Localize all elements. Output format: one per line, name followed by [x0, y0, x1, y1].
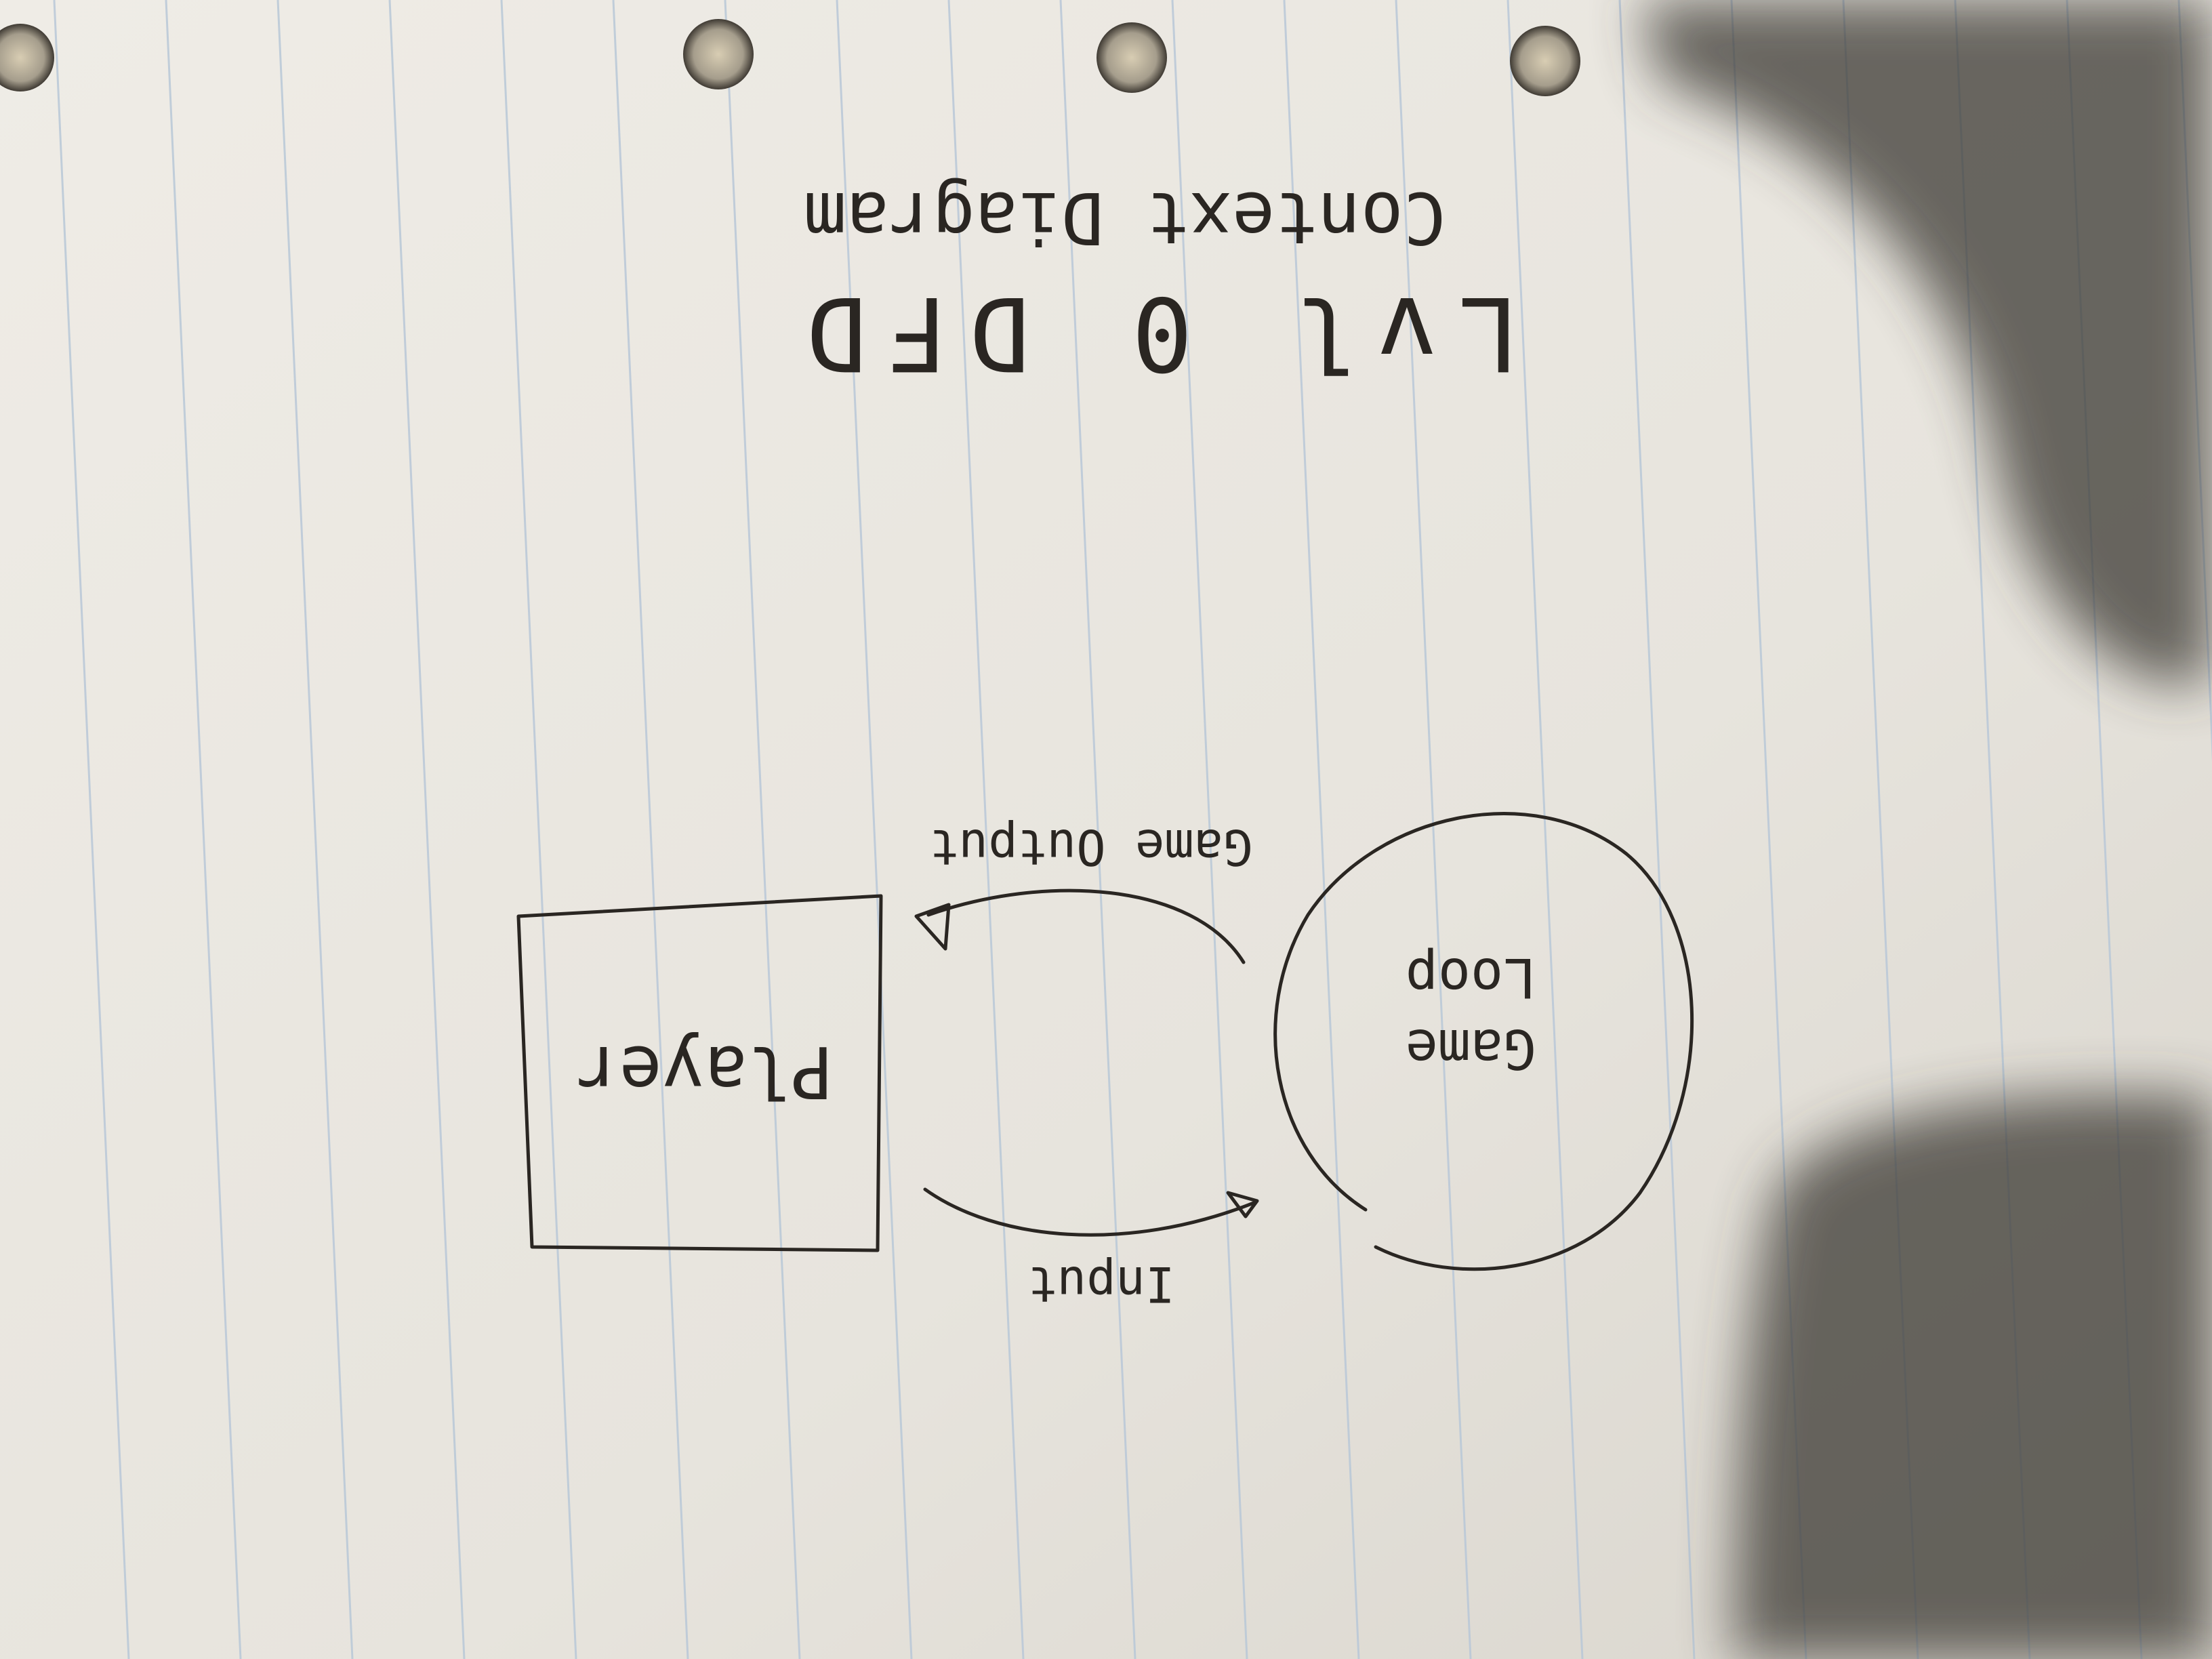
rule-line	[612, 0, 689, 1659]
rule-line	[388, 0, 466, 1659]
rule-line	[724, 0, 801, 1659]
rule-line	[1283, 0, 1360, 1659]
flow-label: Input	[1028, 1256, 1175, 1313]
arrowhead-icon	[1226, 1191, 1259, 1218]
title-line-1: Lvl 0 DFD	[785, 274, 1519, 392]
rule-line	[53, 0, 130, 1659]
rule-line	[1618, 0, 1696, 1659]
binder-hole	[683, 19, 754, 89]
flow-arrow-line	[923, 1187, 1256, 1237]
title-block: Lvl 0 DFD Context Diagram	[785, 176, 1519, 392]
flow-label: Game Output	[930, 819, 1253, 876]
rule-line	[1171, 0, 1248, 1659]
binder-hole	[1097, 22, 1167, 93]
arrowhead-icon	[914, 903, 951, 951]
external-entity-player: Player	[516, 894, 883, 1252]
shadow-top	[1640, 0, 2212, 684]
process-label: GameLoop	[1406, 946, 1536, 1080]
process-circle	[1273, 812, 1694, 1271]
entity-box	[516, 894, 883, 1252]
rule-line	[276, 0, 354, 1659]
shadow-bottom	[1735, 1094, 2212, 1659]
entity-label: Player	[576, 1030, 833, 1113]
rule-line	[836, 0, 913, 1659]
flow-game-output: Game Output	[914, 819, 1253, 964]
process-game-loop: GameLoop	[1273, 812, 1694, 1271]
camera-shadow	[1640, 0, 2212, 1659]
rule-line	[1059, 0, 1136, 1659]
flow-input: Input	[923, 1187, 1259, 1313]
flow-arrow-line	[926, 888, 1246, 964]
rule-line	[947, 0, 1025, 1659]
rule-line	[1395, 0, 1472, 1659]
rule-line	[165, 0, 242, 1659]
binder-holes	[0, 19, 1580, 96]
binder-hole	[1510, 26, 1580, 96]
title-line-2: Context Diagram	[804, 176, 1446, 259]
rule-line	[500, 0, 577, 1659]
rule-line	[1507, 0, 1584, 1659]
binder-hole	[0, 24, 54, 91]
